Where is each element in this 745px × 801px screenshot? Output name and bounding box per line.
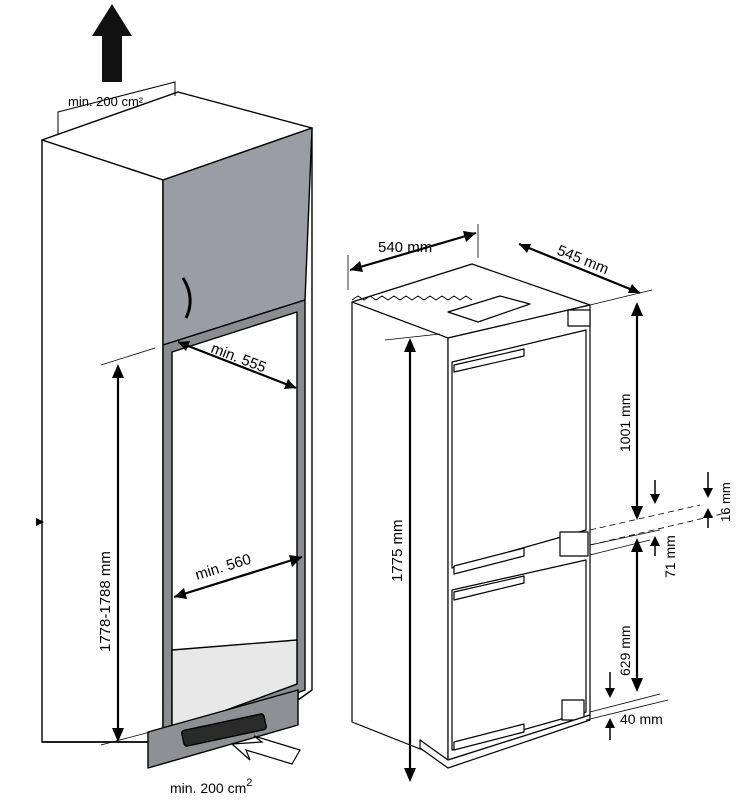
middle-gap-label: 71 mm (662, 535, 678, 578)
door-gap-label: 16 mm (718, 482, 733, 522)
lower-door-height-dimension: 629 mm (589, 538, 661, 713)
top-mount-plate (447, 295, 531, 323)
niche-floor (171, 639, 298, 731)
lower-door-height-label: 629 mm (617, 625, 633, 676)
middle-hinge-icon (559, 531, 589, 557)
appliance-width-label: 540 mm (378, 239, 432, 256)
upper-rail-top (453, 348, 525, 373)
vent-top-arrow-icon (92, 4, 132, 82)
lower-fridge-door (451, 559, 587, 751)
vent-bottom-arrow-icon (230, 735, 301, 765)
door-gap-dimension: 16 mm (589, 472, 733, 546)
appliance-depth-label: 545 mm (555, 242, 612, 278)
appliance-width-dimension: 540 mm (347, 224, 479, 290)
fridge-base (419, 714, 591, 769)
door-handle-icon (181, 277, 192, 319)
upper-door-height-label: 1001 mm (617, 394, 633, 452)
appliance-height-dimension: 1775 mm (384, 333, 441, 782)
lower-rail-bottom (453, 723, 525, 751)
bottom-gap-label: 40 mm (620, 711, 663, 727)
appliance-depth-dimension: 545 mm (518, 242, 641, 295)
plinth-vent-grille (181, 713, 267, 747)
top-vent-serration (351, 295, 473, 301)
niche-height-label: 1778-1788 mm (97, 551, 114, 652)
upper-door-height-dimension: 1001 mm (589, 289, 701, 531)
appliance-height-label: 1775 mm (389, 519, 406, 582)
niche-height-dimension: 1778-1788 mm (97, 347, 156, 746)
vent-top-label: min. 200 cm² (68, 94, 144, 109)
top-hinge-icon (567, 309, 591, 327)
bottom-hinge-icon (561, 699, 585, 721)
kitchen-cabinet (36, 91, 313, 769)
upper-rail-bottom (453, 547, 525, 575)
middle-gap-dimension: 71 mm (589, 480, 678, 578)
vent-bottom-label: min. 200 cm2 (170, 777, 252, 796)
side-marker-icon (36, 518, 44, 526)
upper-fridge-door (451, 329, 587, 569)
lower-rail-top (453, 575, 525, 601)
fridge-appliance (351, 263, 591, 769)
bottom-gap-dimension: 40 mm (585, 672, 669, 740)
vent-top-bracket (57, 81, 176, 134)
